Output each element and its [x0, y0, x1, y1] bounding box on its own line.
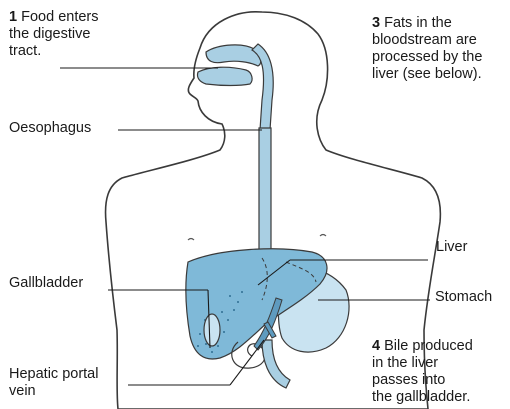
- step3-line2: bloodstream are: [372, 32, 482, 49]
- step1-line1: Food enters: [21, 9, 98, 25]
- step3-line1: Fats in the: [384, 15, 452, 31]
- label-oesophagus: Oesophagus: [9, 120, 91, 137]
- hepatic-portal-vein-line1: Hepatic portal: [9, 366, 98, 383]
- gallbladder-shape: [204, 314, 220, 346]
- label-step1: 1 Food enters the digestive tract.: [9, 9, 99, 60]
- step4-line1: Bile produced: [384, 338, 473, 354]
- step4-number: 4: [372, 338, 380, 354]
- step1-line3: tract.: [9, 43, 99, 60]
- label-step4: 4 Bile produced in the liver passes into…: [372, 338, 473, 406]
- label-liver: Liver: [436, 239, 467, 256]
- step1-line2: the digestive: [9, 26, 99, 43]
- step4-line3: passes into: [372, 372, 473, 389]
- step1-number: 1: [9, 9, 17, 25]
- label-hepatic-portal-vein: Hepatic portal vein: [9, 366, 98, 400]
- hepatic-portal-vein-line2: vein: [9, 383, 98, 400]
- step4-line4: the gallbladder.: [372, 389, 473, 406]
- step4-line2: in the liver: [372, 355, 473, 372]
- step3-number: 3: [372, 15, 380, 31]
- step3-line3: processed by the: [372, 49, 482, 66]
- label-stomach: Stomach: [435, 289, 492, 306]
- mouth-cavity: [197, 67, 252, 85]
- label-step3: 3 Fats in the bloodstream are processed …: [372, 15, 482, 83]
- label-gallbladder: Gallbladder: [9, 275, 83, 292]
- step3-line4: liver (see below).: [372, 66, 482, 83]
